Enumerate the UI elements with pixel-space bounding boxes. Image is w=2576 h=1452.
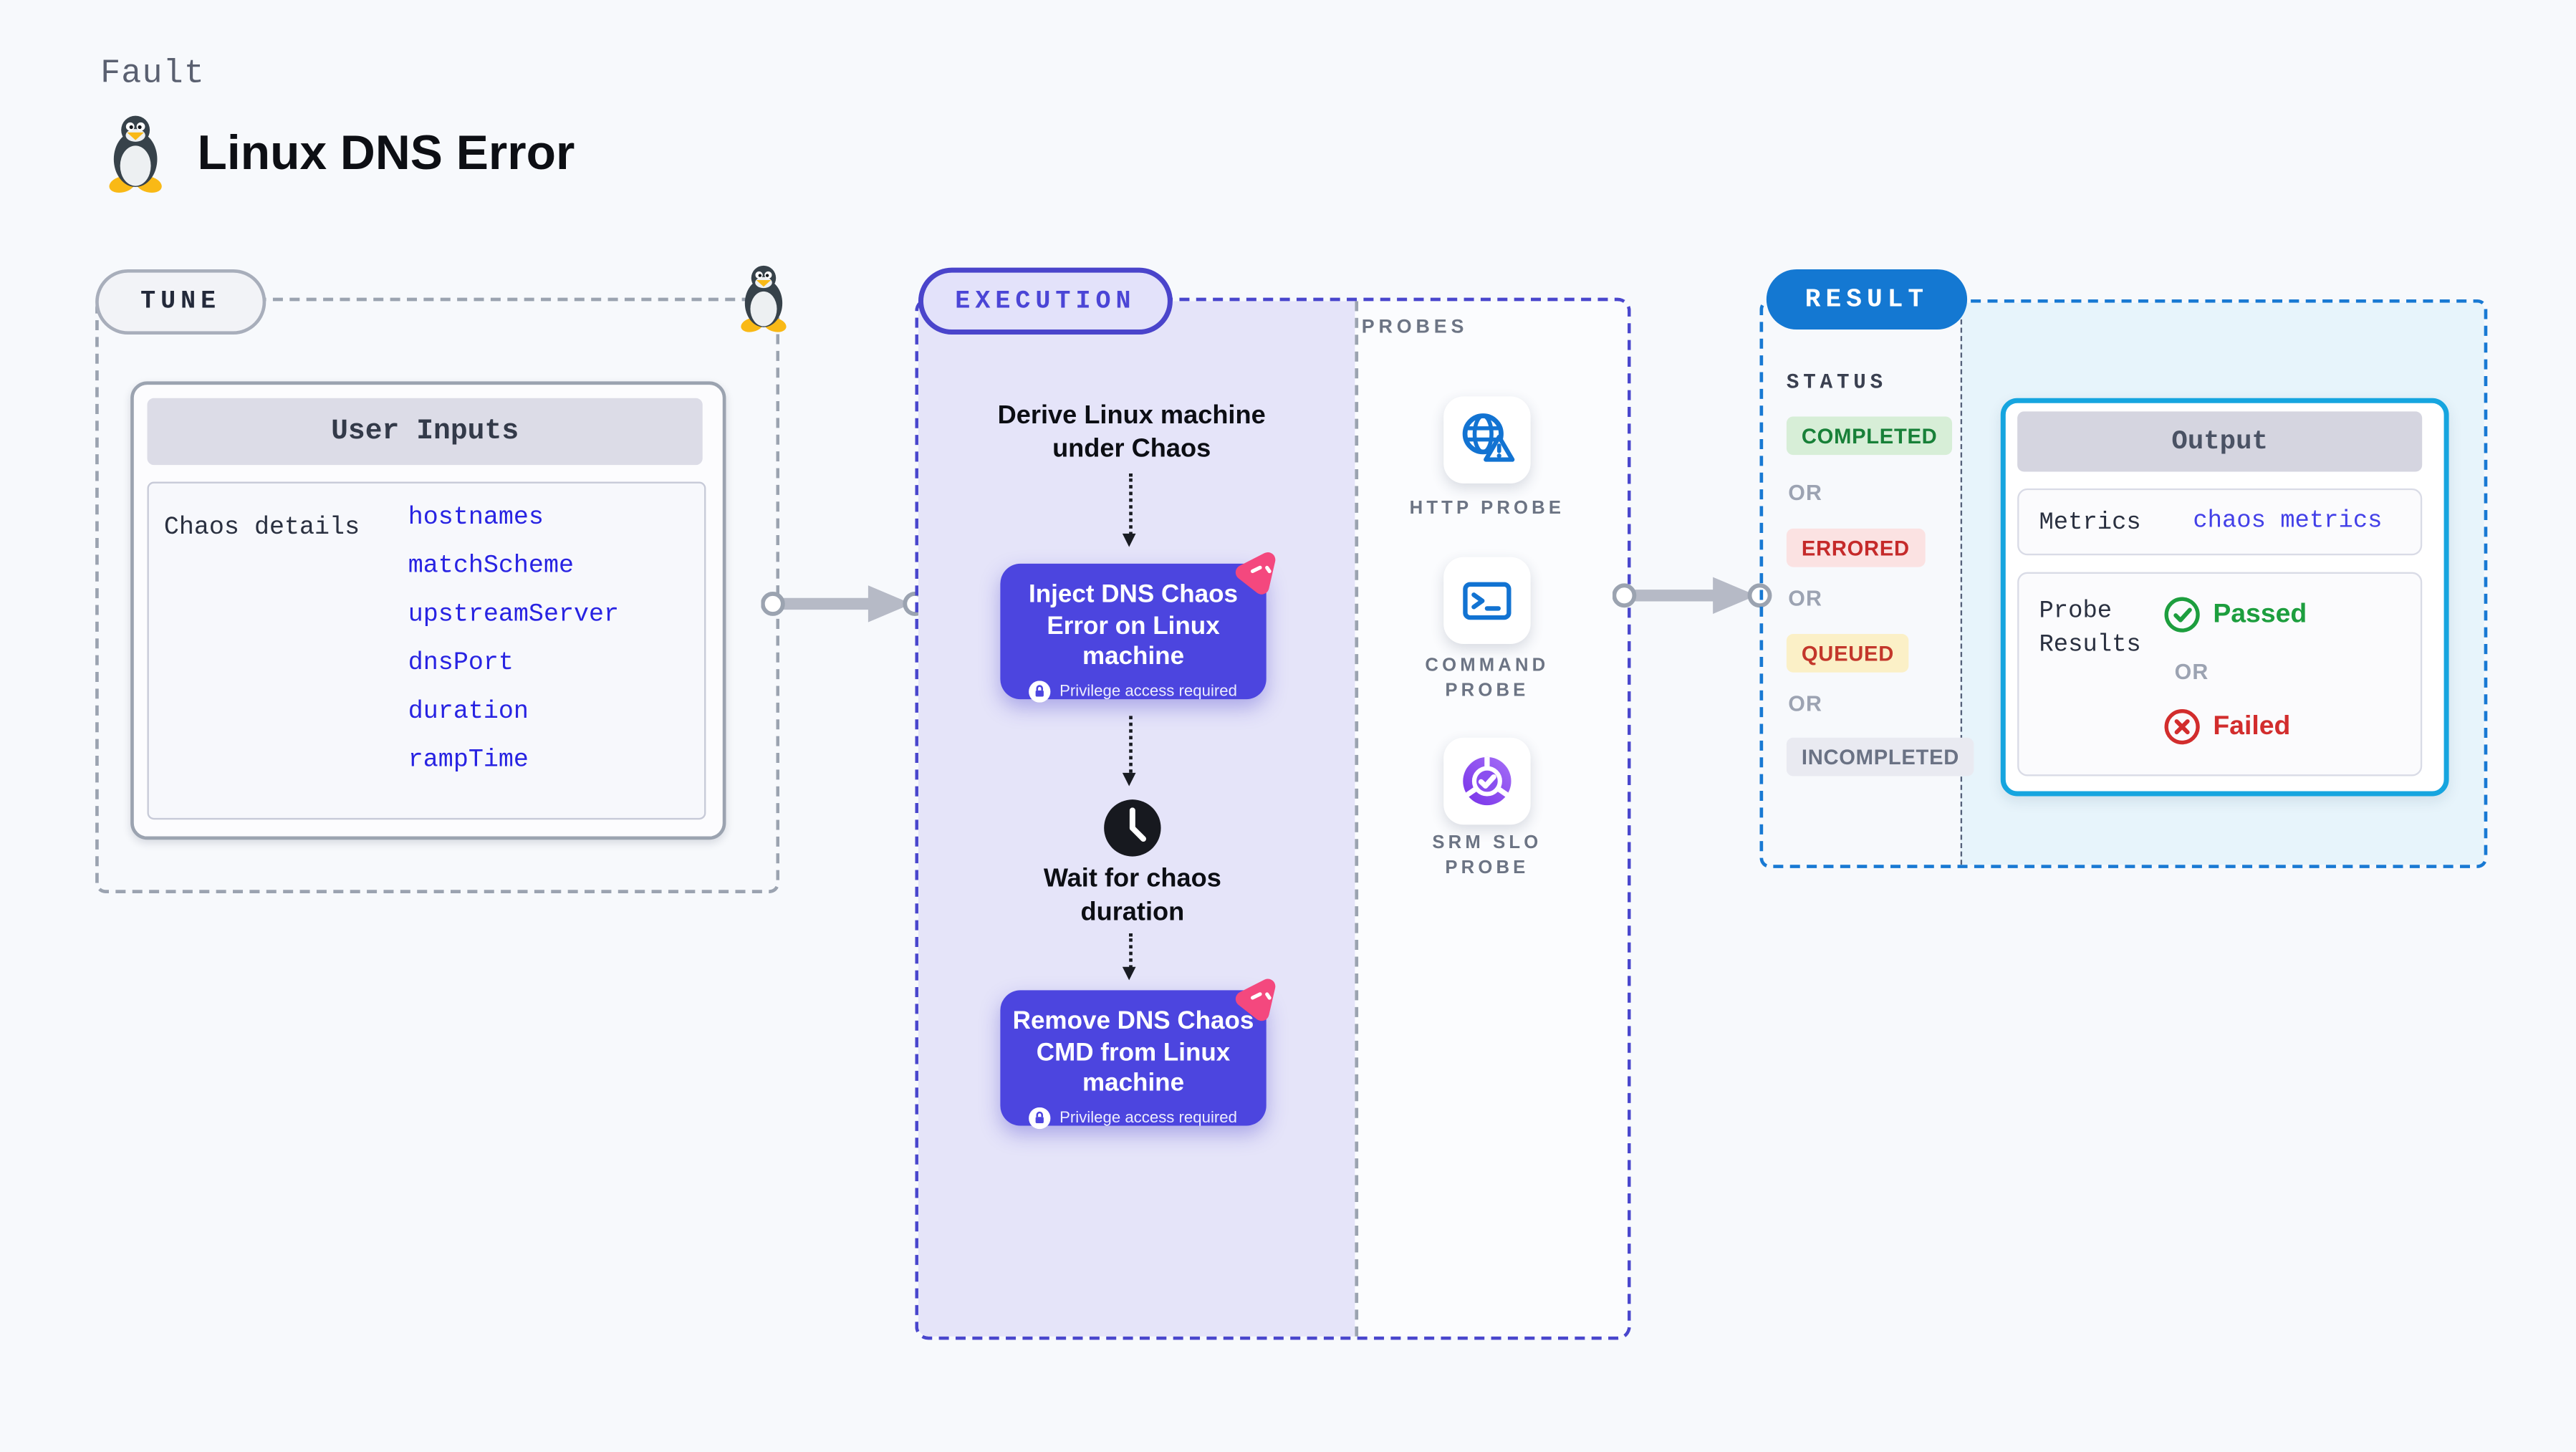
slo-pie-icon (1463, 756, 1512, 806)
user-inputs-header: User Inputs (147, 398, 703, 466)
or-separator: OR (2174, 659, 2209, 685)
page-title: Linux DNS Error (197, 127, 575, 181)
probe-results-row: Probe Results Passed OR Failed (2017, 572, 2423, 777)
param-dnsport: dnsPort (408, 649, 514, 678)
result-section-label: RESULT (1766, 269, 1968, 330)
param-upstreamserver: upstreamServer (408, 600, 620, 629)
or-separator: OR (1788, 691, 1823, 716)
x-circle-icon (2164, 708, 2200, 745)
probes-column-label: PROBES (1361, 317, 1469, 338)
param-hostnames: hostnames (408, 503, 544, 532)
fault-kicker: Fault (100, 55, 206, 94)
param-ramptime: rampTime (408, 746, 529, 775)
status-badge-errored: ERRORED (1786, 528, 1925, 567)
dotted-arrow-2-icon (1122, 716, 1136, 787)
metrics-row: Metrics chaos metrics (2017, 488, 2423, 556)
privilege-note: Privilege access required (1059, 1108, 1237, 1127)
flow-arrow-execution-result-icon (1613, 577, 1772, 614)
probe-passed-status: Passed (2163, 595, 2307, 634)
status-badge-incompleted: INCOMPLETED (1786, 737, 1975, 777)
clock-icon (1104, 799, 1161, 857)
chaos-badge-icon (1235, 979, 1276, 1021)
command-probe-card (1443, 557, 1531, 645)
http-probe-card (1443, 396, 1531, 484)
probe-failed-status: Failed (2163, 708, 2290, 746)
lock-icon (1029, 1106, 1052, 1129)
privilege-note: Privilege access required (1059, 681, 1237, 701)
inject-chaos-step[interactable]: Inject DNS Chaos Error on Linux machine … (1000, 552, 1276, 702)
chaos-params-list: hostnames matchScheme upstreamServer dns… (408, 504, 619, 794)
tux-icon (107, 115, 164, 194)
globe-alert-icon (1462, 413, 1515, 462)
status-column-label: STATUS (1786, 371, 1888, 395)
execution-section-box (915, 297, 1631, 1340)
probe-results-label: Probe Results (2039, 598, 2141, 660)
or-separator: OR (1788, 585, 1823, 611)
metrics-value-link[interactable]: chaos metrics (2193, 508, 2383, 536)
or-separator: OR (1788, 480, 1823, 506)
http-probe-label: HTTP PROBE (1409, 498, 1565, 519)
remove-chaos-label: Remove DNS Chaos CMD from Linux machine (1012, 1006, 1254, 1097)
output-card-header: Output (2017, 411, 2423, 472)
terminal-icon (1463, 582, 1512, 620)
chaos-details-panel (147, 481, 706, 820)
srm-slo-probe-label: SRM SLO PROBE (1432, 832, 1542, 878)
tux-corner-icon (739, 265, 788, 333)
failed-label: Failed (2213, 711, 2291, 741)
srm-slo-probe-card (1443, 737, 1531, 825)
tune-section-label: TUNE (95, 269, 266, 335)
dotted-arrow-3-icon (1122, 933, 1136, 981)
flow-arrow-tune-execution-icon (761, 585, 928, 622)
inject-chaos-label: Inject DNS Chaos Error on Linux machine (1029, 580, 1239, 671)
param-matchscheme: matchScheme (408, 552, 575, 581)
execution-section-label: EXECUTION (918, 267, 1173, 335)
wait-step-text: Wait for chaos duration (1043, 865, 1221, 926)
metrics-label: Metrics (2039, 510, 2141, 537)
lock-icon (1029, 680, 1052, 702)
user-inputs-title: User Inputs (331, 415, 519, 448)
dotted-arrow-1-icon (1122, 473, 1136, 547)
status-badge-queued: QUEUED (1786, 634, 1910, 673)
command-probe-label: COMMAND PROBE (1425, 655, 1549, 701)
param-duration: duration (408, 697, 529, 726)
derive-step-text: Derive Linux machine under Chaos (997, 401, 1266, 463)
output-title: Output (2171, 426, 2268, 457)
status-badge-completed: COMPLETED (1786, 416, 1953, 456)
remove-chaos-step[interactable]: Remove DNS Chaos CMD from Linux machine … (1000, 979, 1276, 1129)
check-circle-icon (2164, 597, 2200, 633)
chaos-details-label: Chaos details (163, 513, 360, 542)
chaos-badge-icon (1235, 552, 1276, 595)
passed-label: Passed (2213, 600, 2307, 628)
